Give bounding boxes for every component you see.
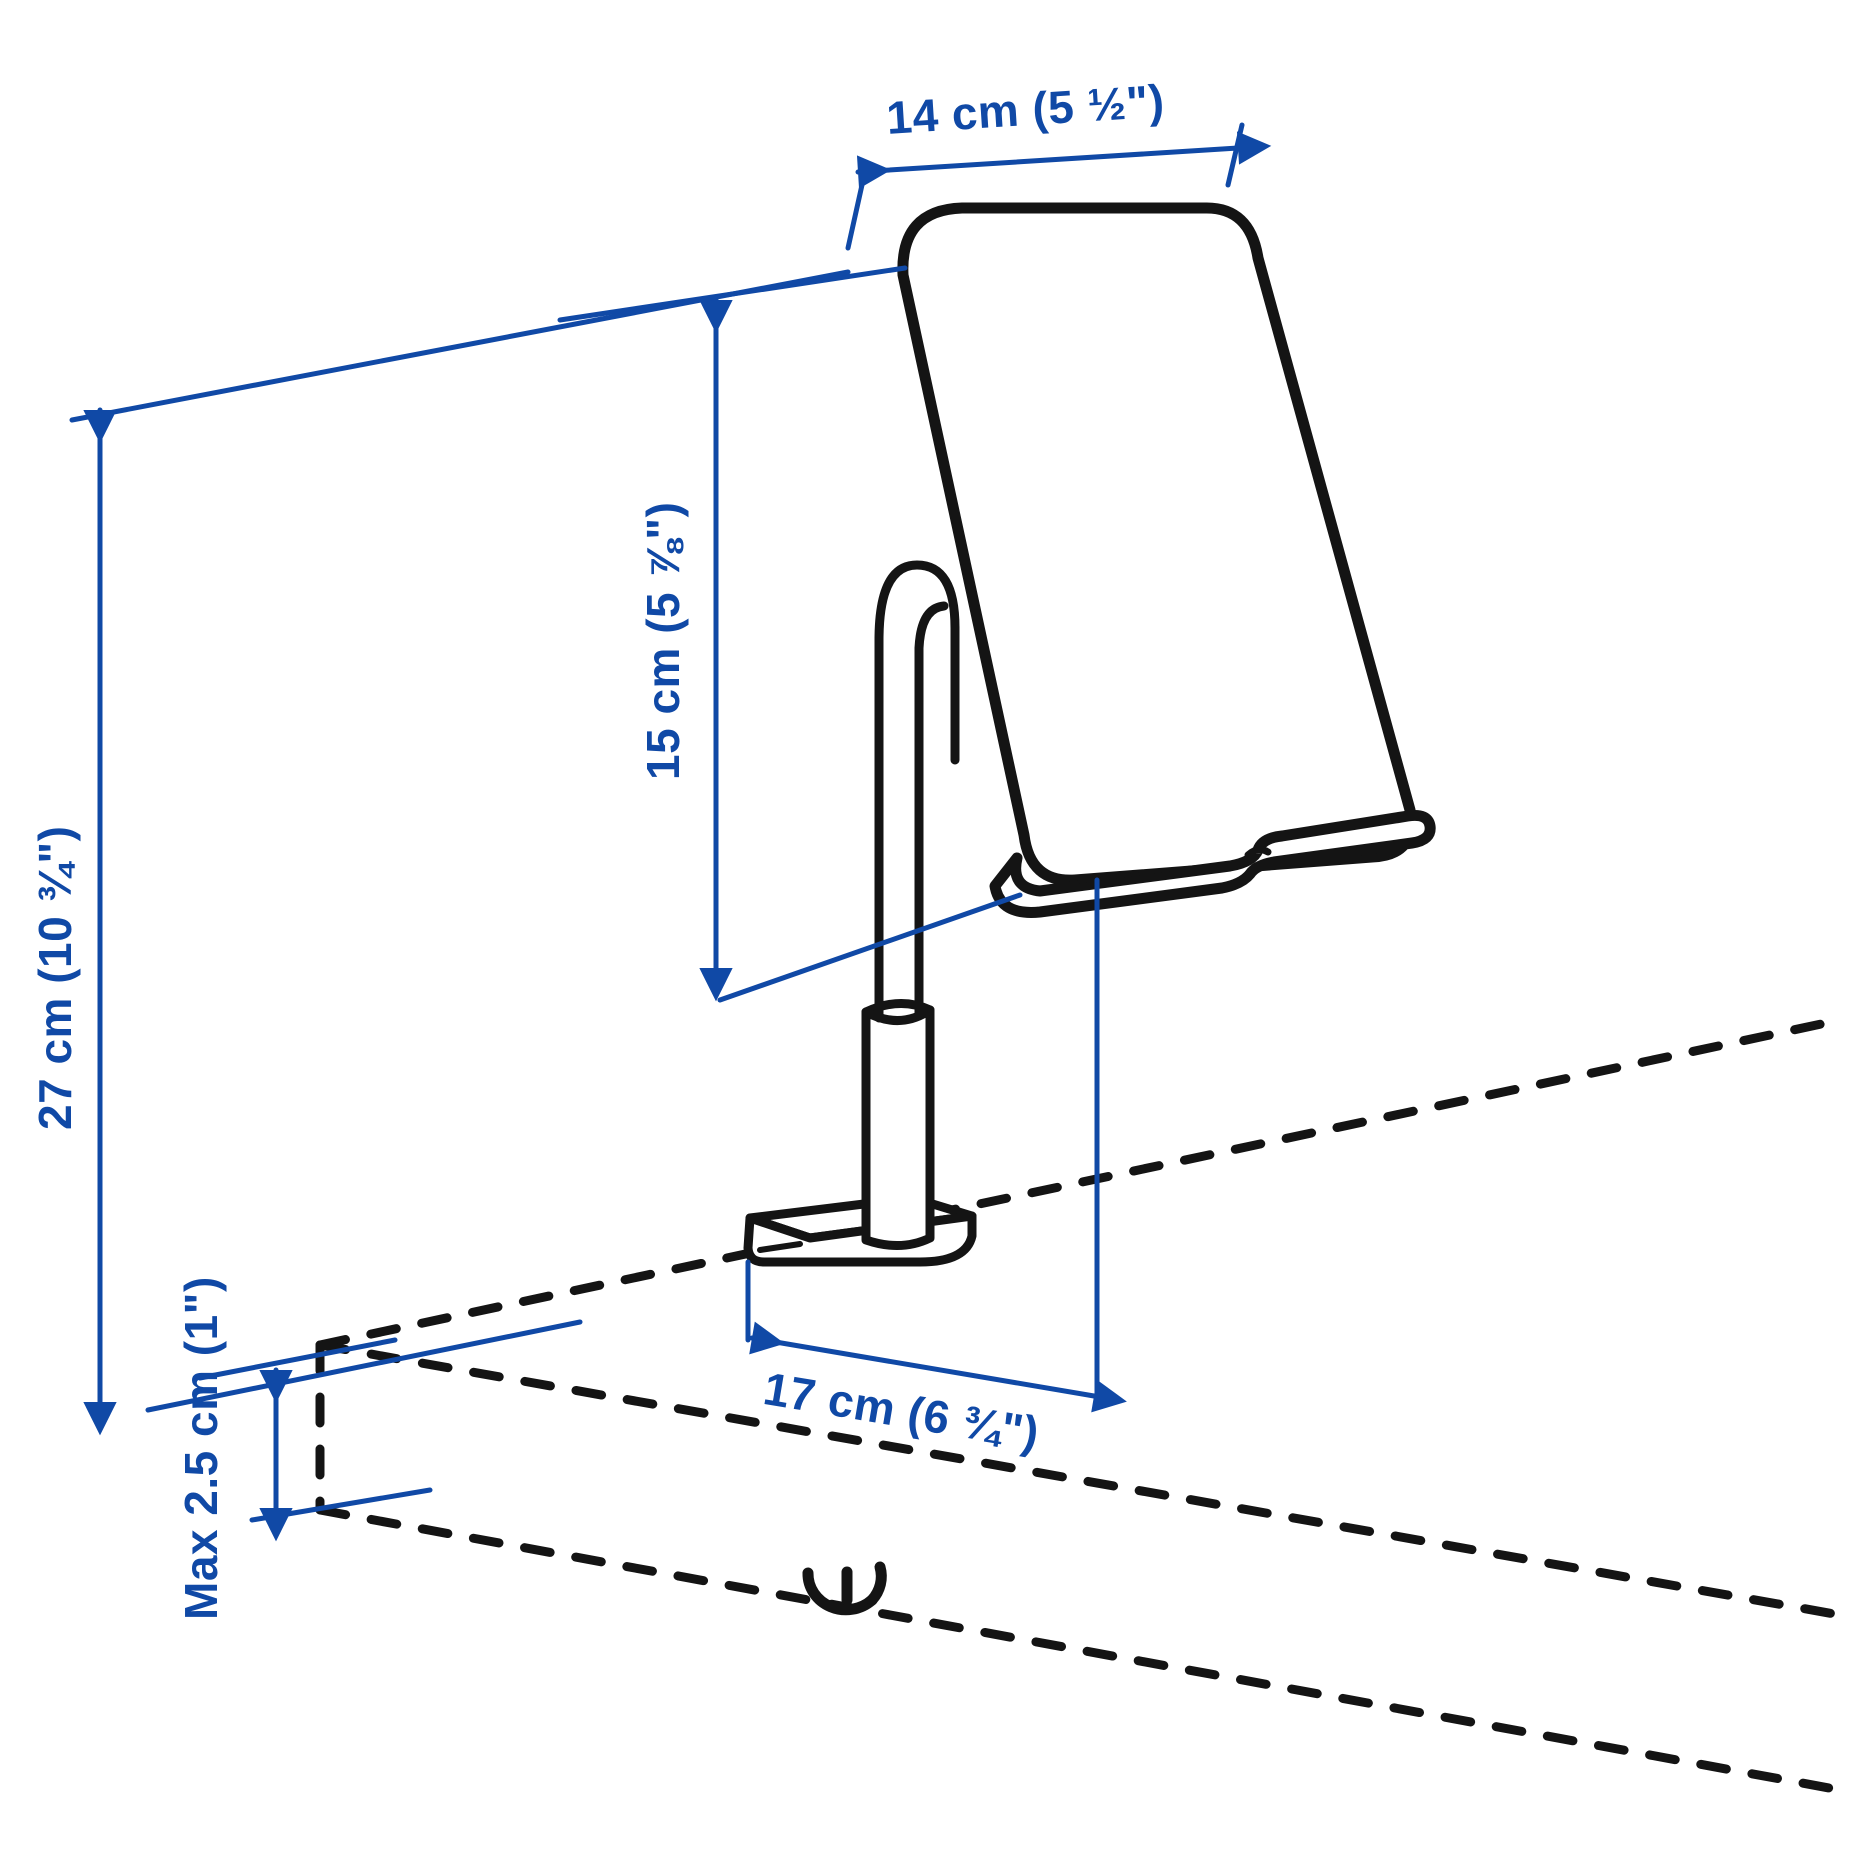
desk-front-bottom-edge xyxy=(315,1505,1845,1795)
dimension-total-height-27cm xyxy=(69,269,851,1436)
post-upper-tube xyxy=(874,695,924,1023)
thickness-ext-top xyxy=(197,1337,398,1381)
desk-clamp-base xyxy=(743,1193,977,1267)
width-dim-line xyxy=(855,131,1272,189)
clamp-base-notch xyxy=(757,1241,803,1253)
width-ext-left xyxy=(845,182,865,251)
total-height-ext-bottom xyxy=(145,1319,583,1413)
depth-dim-line xyxy=(749,1321,1127,1413)
tablet-plate-outline xyxy=(897,202,1417,886)
gooseneck-inner-curve xyxy=(914,601,949,705)
dimension-desk-thickness-2point5cm xyxy=(197,1337,433,1542)
lip-ledge-outline xyxy=(989,810,1436,918)
dimension-width-14cm xyxy=(845,122,1272,251)
tablet-plate xyxy=(897,202,1417,886)
gooseneck-outer-curve xyxy=(874,560,960,705)
desk-top-front-edge xyxy=(315,1340,1845,1620)
dimension-label-desk-thickness: Max 2.5 cm (1") xyxy=(175,1276,227,1620)
width-ext-right xyxy=(1225,122,1245,188)
lip-ledge-inner-line xyxy=(1038,864,1226,896)
plate-height-ext-bottom xyxy=(717,892,1023,1003)
dimension-depth-17cm xyxy=(745,877,1127,1413)
dimension-label-total-height: 27 cm (10 ¾") xyxy=(29,825,81,1130)
tablet-lip-ledge xyxy=(989,810,1436,918)
desk-top-rear-edge xyxy=(315,1015,1845,1350)
desk-outline xyxy=(315,1015,1845,1795)
dimension-label-plate-height: 15 cm (5 ⅞") xyxy=(637,501,689,780)
total-height-ext-top xyxy=(69,269,851,423)
clamp-screw-knob-icon xyxy=(802,1561,887,1616)
gooseneck-arm xyxy=(874,560,960,765)
lip-ledge-centre-notch xyxy=(1244,846,1272,859)
post-lower-tube xyxy=(861,998,935,1251)
telescoping-post xyxy=(861,695,935,1251)
